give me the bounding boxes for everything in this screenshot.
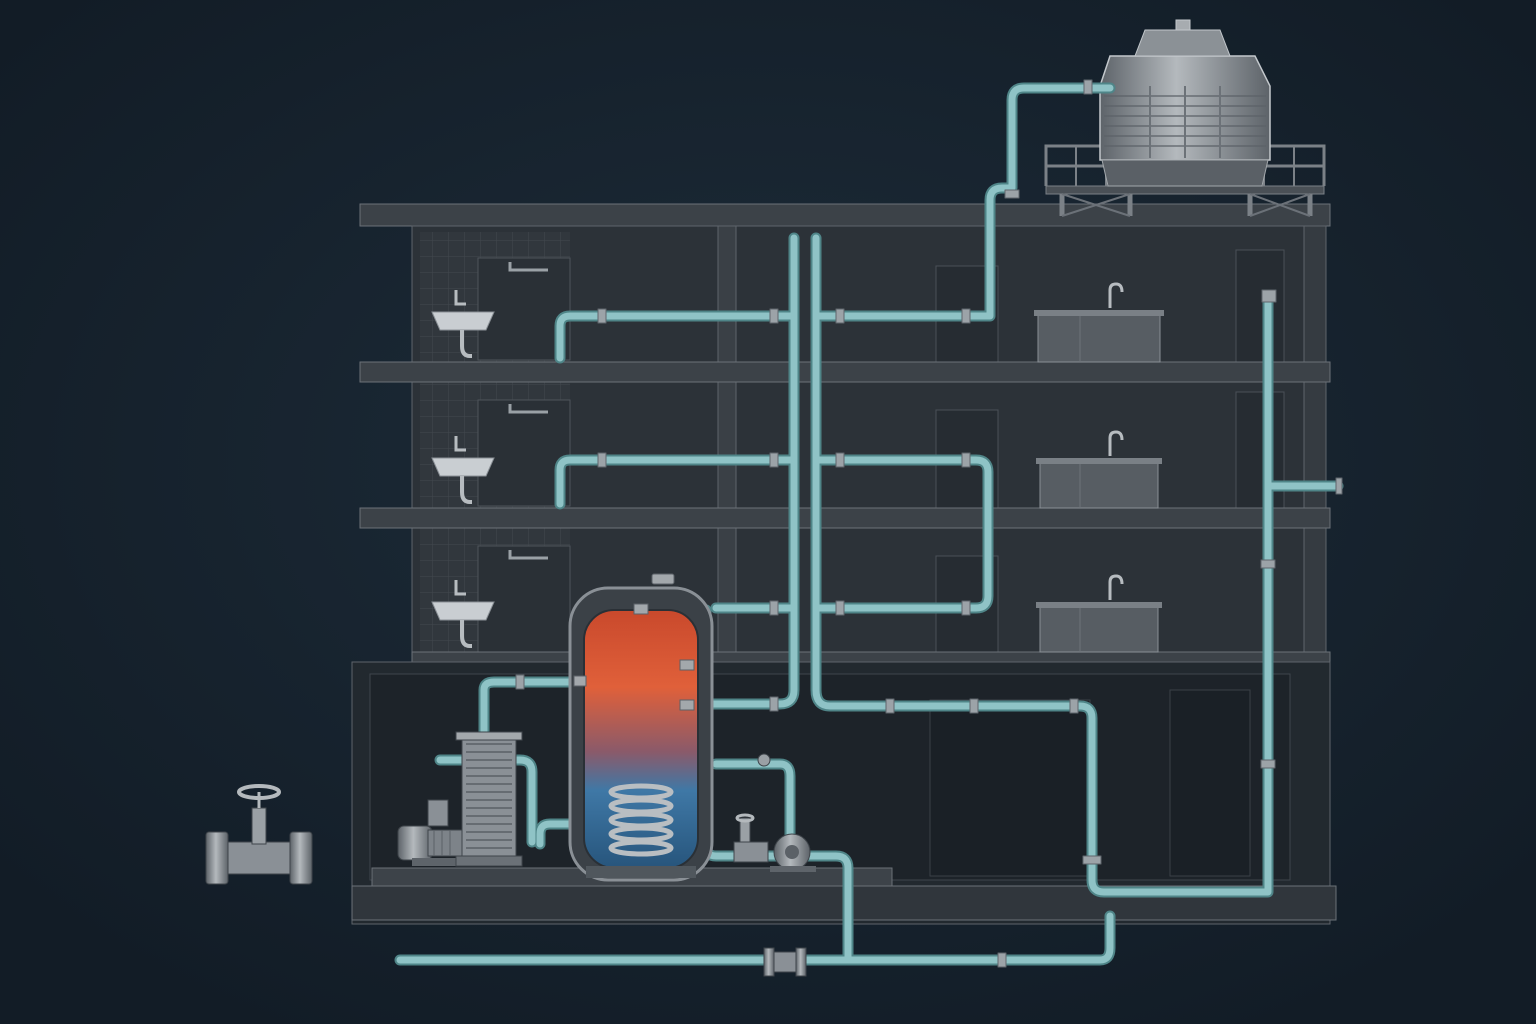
- roof-slab: [359, 203, 1331, 227]
- shower-head-icon: [508, 262, 548, 272]
- kitchen-sink-counter-icon: [1036, 574, 1162, 653]
- shower-head-icon: [508, 404, 548, 414]
- booster-pump-icon: [397, 799, 468, 866]
- gate-valve-icon: [205, 784, 313, 885]
- floor-slab-3: [359, 361, 1331, 383]
- kitchen-sink-counter-icon: [1034, 282, 1164, 363]
- inline-valve-icon: [763, 947, 807, 977]
- wash-basin-icon: [431, 436, 495, 504]
- wash-basin-icon: [431, 290, 495, 358]
- circulation-pump-icon: [733, 753, 816, 872]
- hot-water-storage-tank-icon: [568, 573, 714, 882]
- shower-head-icon: [508, 550, 548, 560]
- wash-basin-icon: [431, 580, 495, 648]
- plate-heat-exchanger-icon: [455, 731, 523, 867]
- kitchen-sink-counter-icon: [1036, 430, 1162, 509]
- floor-slab-2: [359, 507, 1331, 529]
- cooling-tower-icon: [1044, 19, 1326, 217]
